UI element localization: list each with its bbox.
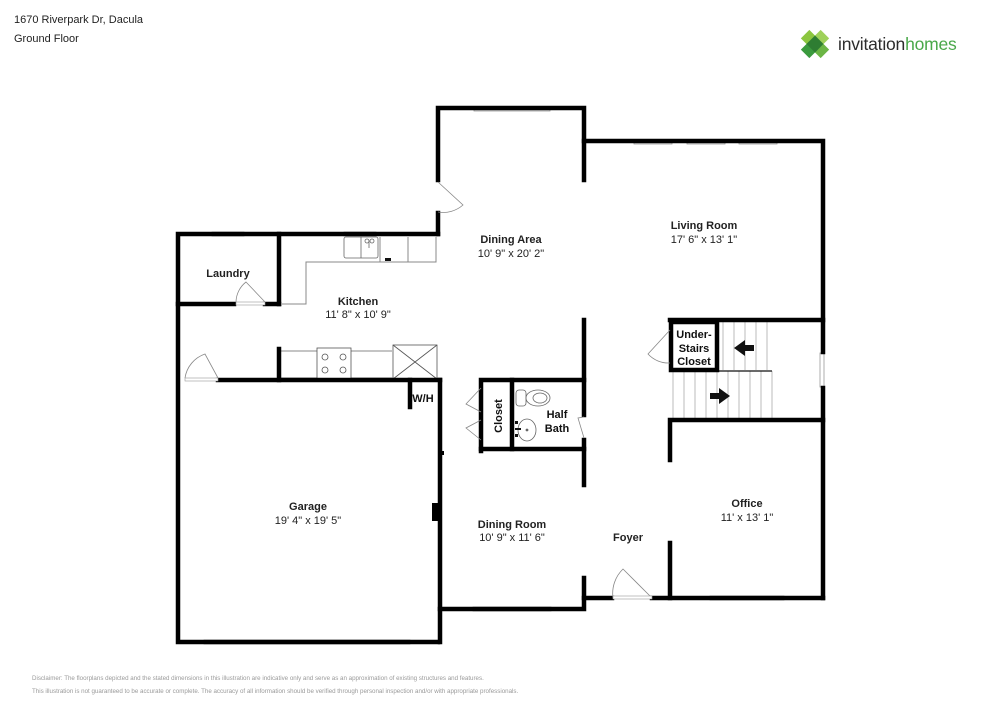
disclaimer-line-1: Disclaimer: The floorplans depicted and … [32, 675, 484, 682]
room-name-half-bath-1: Half [547, 409, 568, 421]
room-dims-office: 11' x 13' 1" [721, 512, 774, 524]
property-address: 1670 Riverpark Dr, Dacula [14, 14, 144, 26]
stairs-arrow-right-icon [710, 388, 730, 404]
room-dims-garage: 19' 4" x 19' 5" [275, 515, 342, 527]
room-name-under-stairs-closet-2: Stairs [679, 343, 710, 355]
brand-logo: invitationhomes [798, 27, 957, 61]
windows [203, 106, 825, 645]
clover-house-icon [800, 29, 830, 59]
toilet-icon [515, 389, 551, 407]
walls [175, 105, 826, 645]
brand-name-part1: invitation [838, 33, 906, 54]
room-dims-living-room: 17' 6" x 13' 1" [671, 234, 738, 246]
stairs-arrow-left-icon [734, 340, 754, 356]
room-name-kitchen: Kitchen [338, 296, 379, 308]
room-dims-dining-area: 10' 9" x 20' 2" [478, 248, 545, 260]
room-dims-dining-room: 10' 9" x 11' 6" [479, 532, 545, 544]
stove-icon [316, 347, 352, 380]
room-name-dining-room: Dining Room [478, 519, 547, 531]
doors [184, 181, 671, 599]
room-name-half-bath-2: Bath [545, 423, 570, 435]
brand-name: invitationhomes [838, 34, 957, 55]
room-name-garage: Garage [289, 501, 327, 513]
staircase [672, 321, 773, 420]
room-name-closet: Closet [493, 399, 505, 433]
room-name-laundry: Laundry [206, 268, 250, 280]
kitchen-sink-icon [343, 236, 379, 259]
room-name-under-stairs-closet-1: Under- [676, 329, 712, 341]
brand-name-part2: homes [905, 33, 957, 54]
bathroom-sink-icon [517, 418, 537, 442]
refrigerator-icon [392, 344, 438, 380]
water-heater-label: W/H [412, 393, 433, 405]
disclaimer-line-2: This illustration is not guaranteed to b… [32, 688, 519, 695]
room-name-under-stairs-closet-3: Closet [677, 356, 711, 368]
room-name-foyer: Foyer [613, 532, 644, 544]
faucet-icon [515, 421, 521, 437]
room-name-living-room: Living Room [671, 220, 738, 232]
room-name-dining-area: Dining Area [480, 234, 542, 246]
room-name-office: Office [731, 498, 762, 510]
floor-label: Ground Floor [14, 33, 79, 45]
room-dims-kitchen: 11' 8" x 10' 9" [325, 309, 391, 321]
